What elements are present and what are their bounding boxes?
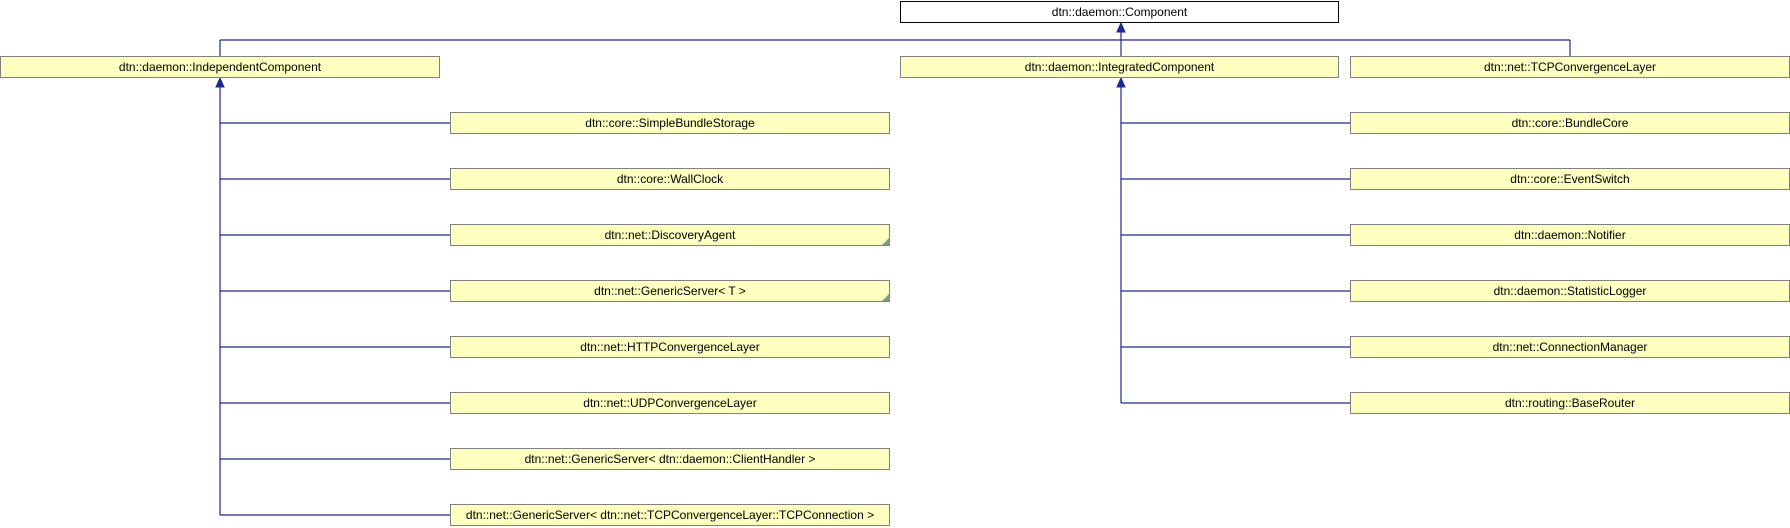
class-node-integrated-component[interactable]: dtn::daemon::IntegratedComponent: [900, 56, 1339, 78]
class-node-integrated-child[interactable]: dtn::daemon::Notifier: [1350, 224, 1790, 246]
class-node-label: dtn::net::GenericServer< dtn::daemon::Cl…: [524, 452, 816, 466]
inheritance-arrowhead: [1116, 21, 1126, 33]
class-node-independent-child[interactable]: dtn::core::SimpleBundleStorage: [450, 112, 890, 134]
class-node-independent-child[interactable]: dtn::net::GenericServer< T >: [450, 280, 890, 302]
class-node-integrated-child[interactable]: dtn::net::ConnectionManager: [1350, 336, 1790, 358]
class-node-component[interactable]: dtn::daemon::Component: [900, 1, 1339, 23]
class-node-label: dtn::daemon::StatisticLogger: [1493, 284, 1647, 298]
class-node-independent-child[interactable]: dtn::net::UDPConvergenceLayer: [450, 392, 890, 414]
class-node-integrated-child[interactable]: dtn::daemon::StatisticLogger: [1350, 280, 1790, 302]
class-node-label: dtn::net::TCPConvergenceLayer: [1483, 60, 1657, 74]
class-node-label: dtn::net::DiscoveryAgent: [604, 228, 736, 242]
collapsed-marker-icon: [882, 238, 889, 245]
collapsed-marker-icon: [882, 294, 889, 301]
class-node-independent-child[interactable]: dtn::net::GenericServer< dtn::daemon::Cl…: [450, 448, 890, 470]
inheritance-arrowhead: [215, 76, 225, 88]
inheritance-arrowhead: [1116, 76, 1126, 88]
class-node-label: dtn::net::ConnectionManager: [1492, 340, 1648, 354]
class-node-label: dtn::routing::BaseRouter: [1504, 396, 1636, 410]
class-node-independent-child[interactable]: dtn::net::HTTPConvergenceLayer: [450, 336, 890, 358]
class-node-label: dtn::net::GenericServer< T >: [594, 284, 746, 298]
class-node-independent-child[interactable]: dtn::net::GenericServer< dtn::net::TCPCo…: [450, 504, 890, 526]
class-node-integrated-child[interactable]: dtn::core::EventSwitch: [1350, 168, 1790, 190]
class-node-label: dtn::net::UDPConvergenceLayer: [583, 396, 757, 410]
class-node-label: dtn::core::WallClock: [616, 172, 724, 186]
class-node-integrated-child[interactable]: dtn::core::BundleCore: [1350, 112, 1790, 134]
class-node-label: dtn::net::GenericServer< dtn::net::TCPCo…: [465, 508, 875, 522]
class-node-label: dtn::core::EventSwitch: [1510, 172, 1630, 186]
class-node-independent-component[interactable]: dtn::daemon::IndependentComponent: [0, 56, 440, 78]
class-node-label: dtn::core::SimpleBundleStorage: [585, 116, 755, 130]
class-node-independent-child[interactable]: dtn::net::DiscoveryAgent: [450, 224, 890, 246]
class-node-label: dtn::daemon::IntegratedComponent: [1024, 60, 1215, 74]
class-node-integrated-child[interactable]: dtn::routing::BaseRouter: [1350, 392, 1790, 414]
class-node-label: dtn::net::HTTPConvergenceLayer: [580, 340, 760, 354]
class-node-label: dtn::core::BundleCore: [1511, 116, 1629, 130]
class-node-label: dtn::daemon::Component: [1051, 5, 1188, 19]
class-node-independent-child[interactable]: dtn::core::WallClock: [450, 168, 890, 190]
class-node-tcp-convergence-layer[interactable]: dtn::net::TCPConvergenceLayer: [1350, 56, 1790, 78]
class-node-label: dtn::daemon::Notifier: [1514, 228, 1626, 242]
class-node-label: dtn::daemon::IndependentComponent: [118, 60, 322, 74]
